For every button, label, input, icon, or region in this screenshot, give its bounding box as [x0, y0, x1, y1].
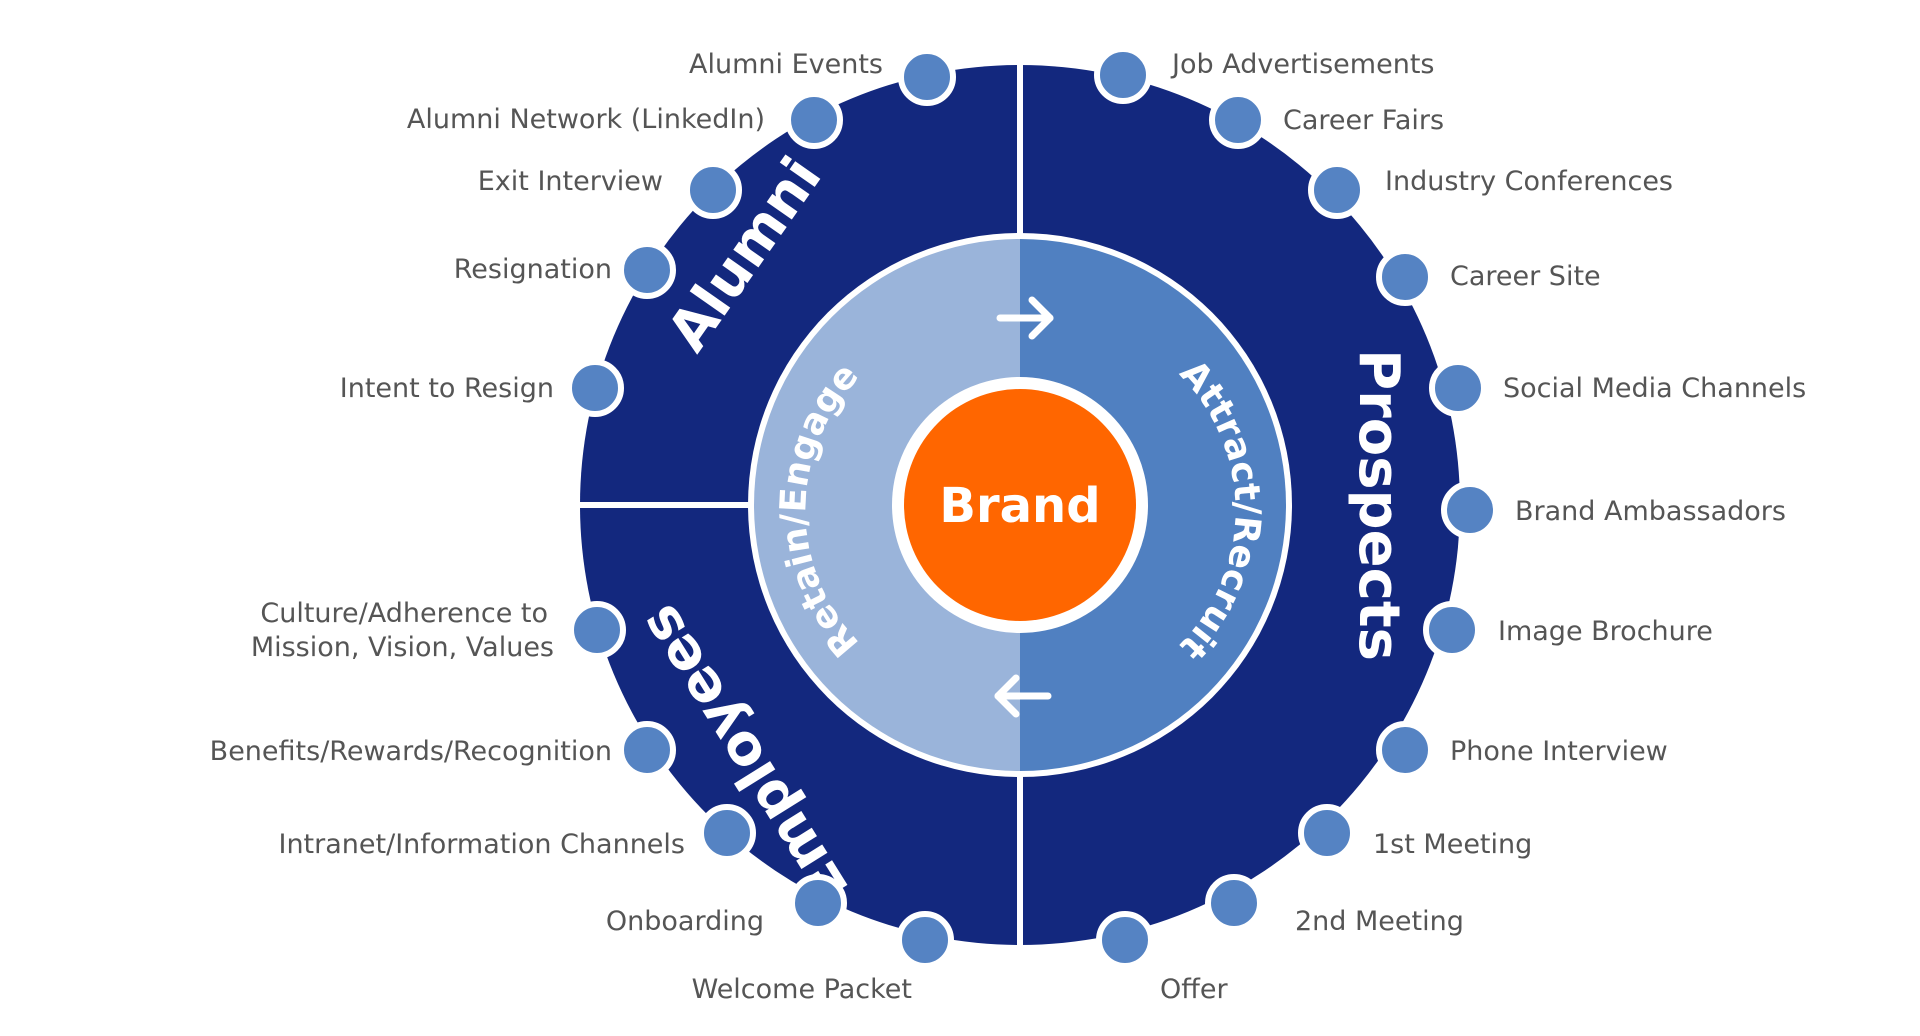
- dot-benefits: [618, 721, 676, 779]
- dot-culture: [568, 601, 626, 659]
- dot-resignation: [618, 241, 676, 299]
- label-career-fairs: Career Fairs: [1283, 105, 1444, 136]
- dot-2nd-meeting: [1205, 874, 1263, 932]
- dot-brand-ambassadors: [1441, 481, 1499, 539]
- dot-intranet: [698, 804, 756, 862]
- touchpoint-dots: [566, 46, 1499, 969]
- dot-alumni-events: [898, 48, 956, 106]
- arrow-right-icon: [996, 296, 1054, 340]
- dot-image-brochure: [1423, 601, 1481, 659]
- label-intranet: Intranet/Information Channels: [278, 829, 685, 860]
- label-1st-meeting: 1st Meeting: [1373, 829, 1532, 860]
- label-culture-line1: Culture/Adherence to: [260, 598, 548, 629]
- label-welcome-packet: Welcome Packet: [692, 974, 912, 1005]
- label-alumni-network: Alumni Network (LinkedIn): [407, 104, 765, 135]
- label-brand-ambassadors: Brand Ambassadors: [1515, 496, 1786, 527]
- label-exit-interview: Exit Interview: [478, 166, 663, 197]
- label-culture-line2: Mission, Vision, Values: [251, 632, 554, 663]
- dot-phone-interview: [1376, 721, 1434, 779]
- dot-welcome-packet: [896, 911, 954, 969]
- label-2nd-meeting: 2nd Meeting: [1295, 906, 1464, 937]
- label-benefits: Benefits/Rewards/Recognition: [210, 736, 612, 767]
- label-image-brochure: Image Brochure: [1498, 616, 1713, 647]
- brand-circle: [904, 389, 1136, 621]
- dot-job-advertisements: [1094, 46, 1152, 104]
- label-onboarding: Onboarding: [606, 906, 764, 937]
- arrow-left-icon: [994, 674, 1052, 718]
- dot-intent-to-resign: [566, 359, 624, 417]
- label-resignation: Resignation: [454, 254, 612, 285]
- dot-alumni-network: [785, 91, 843, 149]
- dot-exit-interview: [684, 161, 742, 219]
- dot-career-site: [1376, 248, 1434, 306]
- dot-social-media: [1429, 359, 1487, 417]
- label-alumni-events: Alumni Events: [689, 49, 883, 80]
- dot-industry-conferences: [1308, 161, 1366, 219]
- quadrant-prospects-title: Prospects: [1346, 349, 1411, 661]
- middle-ring-left: [754, 239, 1020, 771]
- middle-ring-right: [1020, 239, 1286, 771]
- label-job-advertisements: Job Advertisements: [1170, 49, 1434, 80]
- label-phone-interview: Phone Interview: [1450, 736, 1668, 767]
- dot-onboarding: [789, 874, 847, 932]
- label-intent-to-resign: Intent to Resign: [340, 373, 554, 404]
- dot-career-fairs: [1209, 91, 1267, 149]
- label-industry-conferences: Industry Conferences: [1385, 166, 1673, 197]
- label-offer: Offer: [1160, 974, 1228, 1005]
- dot-1st-meeting: [1298, 804, 1356, 862]
- brand-label: Brand: [939, 478, 1100, 534]
- label-career-site: Career Site: [1450, 261, 1601, 292]
- dot-offer: [1096, 911, 1154, 969]
- label-social-media: Social Media Channels: [1503, 373, 1806, 404]
